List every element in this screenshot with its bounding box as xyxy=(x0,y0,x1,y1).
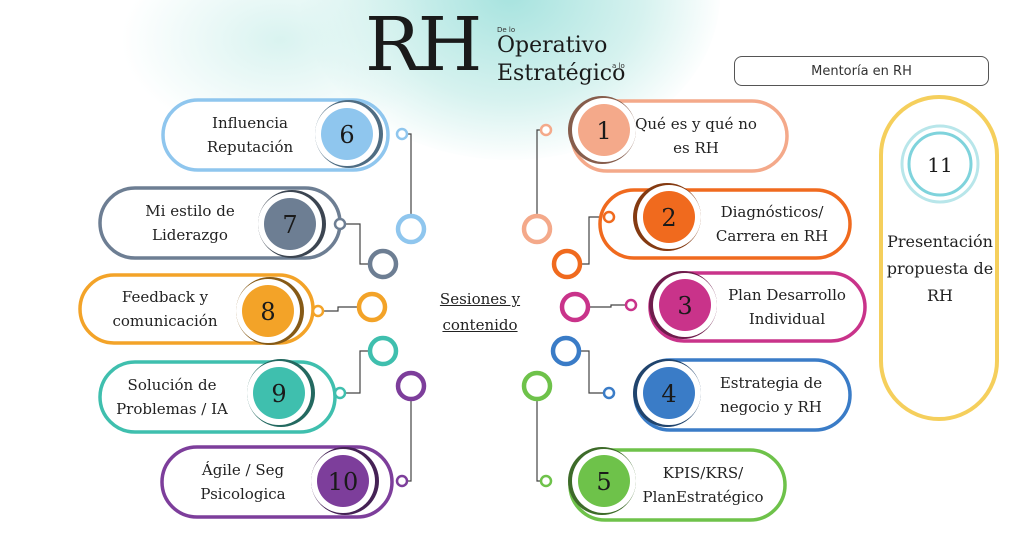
chain-node xyxy=(367,248,399,280)
session-11-inner-ring xyxy=(907,131,973,197)
number-circle xyxy=(659,279,711,331)
session-3-label-line: Individual xyxy=(748,310,826,328)
connector-dot xyxy=(395,127,409,141)
number-circle xyxy=(643,191,695,243)
session-number: 2 xyxy=(661,204,676,232)
session-8-label-line: Feedback y xyxy=(121,288,209,306)
connector-dot xyxy=(311,304,325,318)
number-circle xyxy=(242,285,294,337)
connector-dot xyxy=(333,217,347,231)
number-circle xyxy=(643,367,695,419)
session-7-label-line: Mi estilo de xyxy=(145,202,235,220)
connector-line xyxy=(318,306,372,312)
session-11-label: Presentación propuesta de RH xyxy=(880,228,1000,309)
center-label-line-1: Sesiones y xyxy=(439,290,521,308)
session-5-label-line: PlanEstratégico xyxy=(642,488,764,506)
chain-node xyxy=(559,291,591,323)
session-3-label-line: Plan Desarrollo xyxy=(728,286,846,304)
session-7-label-line: Liderazgo xyxy=(152,226,228,244)
chain-node xyxy=(395,213,427,245)
chain-node xyxy=(521,213,553,245)
session-number: 1 xyxy=(596,117,611,145)
connector-dot xyxy=(333,386,347,400)
session-2-label-line: Diagnósticos/ xyxy=(720,203,824,221)
session-10-label-line: Psicologica xyxy=(200,485,286,503)
chain-node xyxy=(551,248,583,280)
connector-dot xyxy=(624,298,638,312)
session-11-label-line: propuesta de xyxy=(886,259,994,278)
connector-line xyxy=(575,304,631,308)
session-number: 3 xyxy=(677,292,692,320)
chain-node xyxy=(367,335,399,367)
session-4-label-line: Estrategia de xyxy=(719,374,823,392)
connector-dot xyxy=(539,474,553,488)
chain-node xyxy=(550,335,582,367)
session-9-label-line: Solución de xyxy=(127,376,217,394)
connector-dot xyxy=(602,386,616,400)
session-11-label-line: Presentación xyxy=(887,232,993,251)
number-circle xyxy=(578,104,630,156)
chain-node xyxy=(395,370,427,402)
chain-node xyxy=(521,370,553,402)
title-operativo: Operativo xyxy=(497,33,608,58)
connector-dot xyxy=(602,210,616,224)
number-circle xyxy=(253,367,305,419)
session-4-label-line: negocio y RH xyxy=(720,398,822,416)
title-a-lo: a lo xyxy=(612,62,625,70)
session-10-label-line: Ágile / Seg xyxy=(201,461,285,479)
number-circle xyxy=(264,198,316,250)
session-8-label-line: comunicación xyxy=(112,312,218,330)
session-1-label-line: es RH xyxy=(673,139,719,157)
session-number: 5 xyxy=(596,468,611,496)
session-6-label-line: Reputación xyxy=(206,138,294,156)
session-2-label-line: Carrera en RH xyxy=(715,227,829,245)
center-label-line-2: contenido xyxy=(442,316,518,334)
session-9-label-line: Problemas / IA xyxy=(116,400,228,418)
session-number: 6 xyxy=(339,121,354,149)
connector-dot xyxy=(539,123,553,137)
session-5-label-line: KPIS/KRS/ xyxy=(662,464,744,482)
session-1-label-line: Qué es y qué no xyxy=(635,115,757,133)
session-6-label-line: Influencia xyxy=(212,114,288,132)
title-estrategico: Estratégico xyxy=(497,61,626,86)
session-11-label-line: RH xyxy=(927,286,953,305)
center-label: Sesiones y contenido xyxy=(420,286,540,338)
connector-dot xyxy=(395,474,409,488)
chain-node xyxy=(356,291,388,323)
session-number: 8 xyxy=(260,298,275,326)
session-number: 7 xyxy=(282,211,297,239)
session-number: 10 xyxy=(328,468,359,496)
number-circle xyxy=(317,455,369,507)
session-11-number: 11 xyxy=(927,153,952,177)
title-de-lo: De lo xyxy=(497,26,516,34)
session-number: 4 xyxy=(661,380,676,408)
number-circle xyxy=(578,455,630,507)
mentoria-label: Mentoría en RH xyxy=(734,56,989,86)
number-circle xyxy=(321,108,373,160)
session-number: 9 xyxy=(271,380,286,408)
title-rh: RH xyxy=(365,2,482,88)
